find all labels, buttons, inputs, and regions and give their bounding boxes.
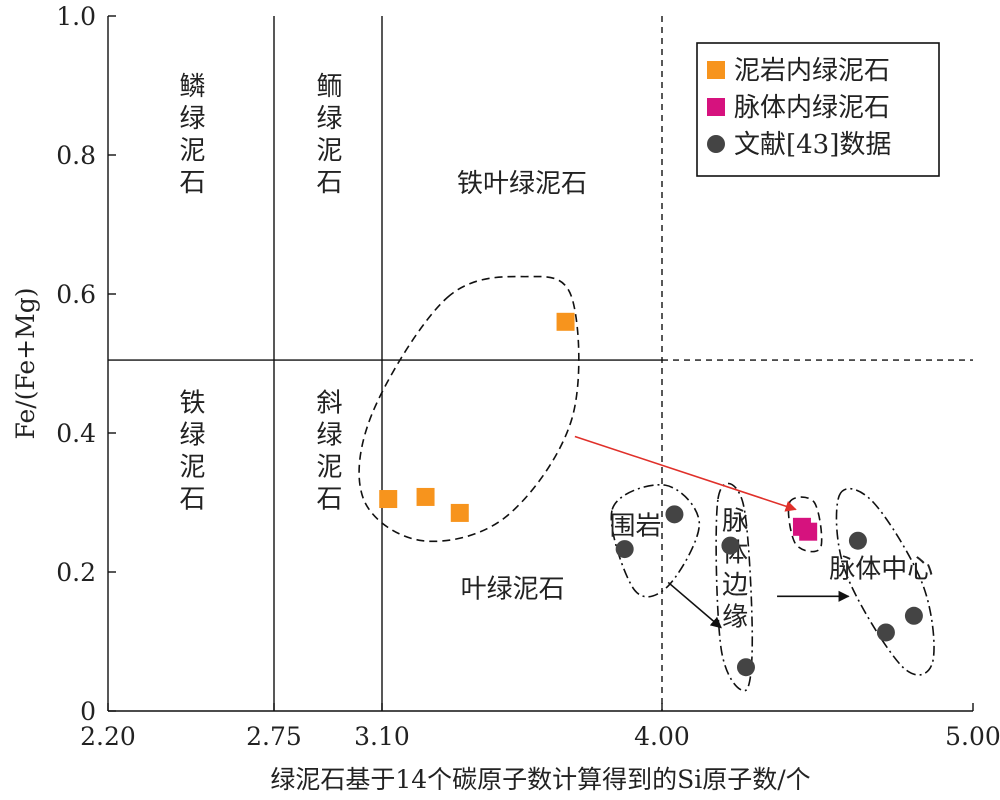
x-tick-label: 2.75	[246, 722, 302, 751]
legend-marker	[707, 98, 725, 116]
region-label: 叶绿泥石	[461, 575, 565, 605]
annotation-label: 脉体中心	[829, 555, 933, 585]
region-label-char: 石	[317, 484, 343, 514]
region-label-char: 绿	[317, 104, 343, 134]
region-label-char: 石	[317, 168, 343, 198]
point-2	[736, 658, 755, 677]
y-tick-label: 0.6	[56, 280, 96, 309]
vein-edge-group-outline	[715, 482, 754, 692]
point-1	[799, 522, 818, 541]
x-tick-label: 3.10	[354, 722, 410, 751]
legend-label: 脉体内绿泥石	[734, 93, 890, 123]
y-tick-label: 0.2	[56, 558, 96, 587]
legend-label: 泥岩内绿泥石	[734, 56, 890, 86]
region-label-char: 鳞	[180, 72, 206, 102]
x-tick-label: 2.20	[80, 722, 136, 751]
point-2	[665, 505, 684, 524]
region-label-char: 泥	[180, 136, 206, 166]
point-2	[904, 606, 923, 625]
wallrock-group-outline	[610, 483, 701, 598]
region-label: 铁叶绿泥石	[457, 169, 587, 199]
vein-center-group-outline	[835, 487, 935, 676]
legend-box	[696, 42, 940, 177]
region-label-char: 鲕	[317, 72, 343, 102]
region-label-char: 绿	[180, 104, 206, 134]
region-label-char: 铁	[180, 388, 206, 418]
point-2	[615, 540, 634, 559]
y-tick-label: 0.4	[56, 419, 96, 448]
arrow-1	[667, 581, 722, 629]
legend-marker	[707, 61, 725, 79]
point-0	[379, 490, 398, 509]
point-2	[876, 623, 895, 642]
region-label-char: 石	[180, 484, 206, 514]
y-tick-label: 0	[80, 697, 96, 726]
point-2	[848, 531, 867, 550]
region-label-char: 绿	[317, 420, 343, 450]
region-label-char: 泥	[317, 452, 343, 482]
x-tick-label: 4.00	[634, 722, 690, 751]
point-0	[556, 312, 575, 331]
y-tick-label: 1.0	[56, 2, 96, 31]
region-label-char: 斜	[317, 388, 343, 418]
x-tick-label: 5.00	[945, 722, 1000, 751]
annotation-label-char: 边	[722, 571, 748, 601]
y-axis-label: Fe/(Fe+Mg)	[11, 287, 40, 439]
annotation-label-char: 脉	[722, 507, 748, 537]
legend-marker	[707, 135, 725, 153]
annotation-label-char: 缘	[722, 603, 748, 633]
region-label-char: 泥	[180, 452, 206, 482]
point-0	[416, 487, 435, 506]
mudstone-group-outline	[358, 275, 580, 543]
region-label-char: 泥	[317, 136, 343, 166]
x-axis-label: 绿泥石基于14个碳原子数计算得到的Si原子数/个	[270, 765, 810, 794]
annotation-label: 围岩	[610, 511, 662, 541]
vein-group-outline	[787, 496, 823, 553]
y-tick-label: 0.8	[56, 141, 96, 170]
legend-label: 文献[43]数据	[734, 130, 891, 160]
region-label-char: 石	[180, 168, 206, 198]
point-2	[721, 536, 740, 555]
point-0	[450, 503, 469, 522]
arrow-0	[574, 435, 797, 512]
region-label-char: 绿	[180, 420, 206, 450]
